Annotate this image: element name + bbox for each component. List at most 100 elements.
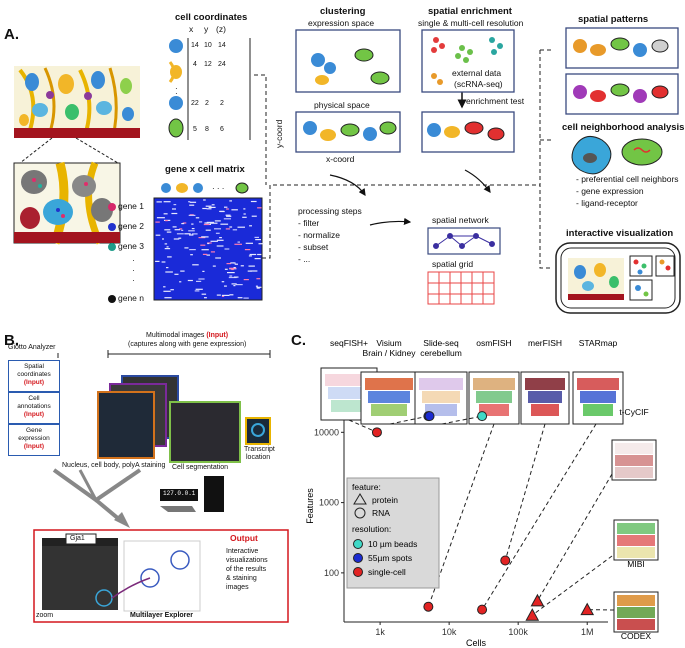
- matrix-cell: [202, 207, 207, 210]
- matrix-cell: [184, 247, 189, 249]
- matrix-cell: [240, 265, 244, 267]
- coord-r3-z: 6: [220, 126, 224, 133]
- matrix-cell: [216, 245, 224, 247]
- legend-resolution-label: 55µm spots: [368, 553, 412, 563]
- gene-3-label: gene 3: [118, 241, 144, 251]
- matrix-cell: [161, 261, 166, 263]
- output-desc-1: Interactive: [226, 548, 259, 555]
- matrix-cell: [167, 256, 172, 258]
- matrix-cell: [172, 226, 177, 228]
- matrix-cell: [242, 216, 247, 218]
- physical-space-cells: [303, 121, 397, 141]
- thumbnail-texture: [365, 378, 413, 390]
- coord-r1-y: 12: [204, 61, 212, 68]
- gene-ellipsis: ···: [132, 255, 135, 285]
- matrix-cell: [174, 229, 181, 231]
- matrix-cell: [202, 270, 205, 272]
- data-point-protein: [525, 608, 540, 621]
- spatial-patterns-title: spatial patterns: [578, 14, 649, 25]
- thumbnail-texture: [615, 443, 653, 454]
- explorer-right-plot: [111, 540, 201, 612]
- tissue-drawing: [14, 66, 140, 164]
- thumbnail-texture: [617, 547, 655, 558]
- thumbnail-texture: [328, 387, 370, 399]
- leader-line: [348, 419, 378, 433]
- tissue-zoom: [13, 161, 121, 245]
- multilayer-explorer-label: Multilayer Explorer: [130, 612, 194, 619]
- technology-label: cerebellum: [420, 348, 462, 358]
- cell-coordinates-title: cell coordinates: [175, 12, 248, 23]
- matrix-cell: [207, 242, 212, 244]
- matrix-cell: [190, 254, 193, 256]
- output-desc-5: images: [226, 584, 249, 591]
- external-data-label: external data: [452, 68, 502, 78]
- matrix-cell: [254, 258, 261, 260]
- thumbnail-texture: [331, 400, 367, 412]
- gene-2-dot: [108, 223, 116, 231]
- matrix-cell: [173, 204, 177, 206]
- matrix-cell: [163, 213, 168, 215]
- output-label: Output: [230, 533, 258, 543]
- matrix-cell: [224, 285, 227, 287]
- network-graph: [433, 233, 495, 249]
- matrix-cell: [196, 280, 202, 282]
- external-data-sub: (scRNA-seq): [454, 79, 503, 89]
- matrix-cell: [166, 246, 169, 248]
- matrix-cell: [243, 279, 249, 281]
- legend-resolution-swatch: [353, 567, 363, 577]
- matrix-cell: [199, 221, 203, 223]
- svg-text:·: ·: [175, 84, 178, 93]
- giotto-analyzer-label: Giotto Analyzer: [8, 344, 56, 351]
- matrix-cell: [187, 279, 193, 282]
- coord-header-x: x: [189, 24, 194, 34]
- data-point-rna: [424, 411, 435, 422]
- matrix-cell: [216, 239, 224, 241]
- gene-matrix-heatmap: [153, 197, 264, 301]
- x-tick-label: 1k: [375, 627, 385, 637]
- matrix-cell: [215, 257, 221, 259]
- cell-segmentation-image: [169, 401, 241, 463]
- matrix-cell: [255, 285, 258, 287]
- x-tick-label: 1M: [581, 627, 594, 637]
- matrix-cell: [204, 297, 207, 299]
- matrix-cell: [211, 204, 215, 206]
- matrix-cell: [225, 228, 231, 230]
- y-coord-label: y-coord: [274, 119, 284, 148]
- technology-label: osmFISH: [476, 338, 511, 348]
- thumbnail-texture: [615, 455, 653, 466]
- neighborhood-title: cell neighborhood analysis: [562, 122, 685, 133]
- matrix-cell: [229, 267, 237, 269]
- y-tick-label: 1000: [319, 498, 339, 508]
- matrix-cell: [192, 264, 199, 266]
- legend-resolution-label: single-cell: [368, 567, 406, 577]
- matrix-cell: [226, 208, 229, 210]
- staining-label: Nucleus, cell body, polyA staining: [62, 462, 166, 469]
- gene-matrix-title: gene x cell matrix: [165, 164, 245, 175]
- matrix-cell: [224, 206, 228, 208]
- gene-search-label[interactable]: Gja1: [70, 535, 85, 542]
- thumbnail-texture: [531, 404, 559, 416]
- legend-resolution-swatch: [353, 553, 363, 563]
- matrix-cell: [155, 260, 160, 262]
- x-axis-label: Cells: [466, 638, 487, 648]
- data-point-protein: [580, 602, 595, 616]
- matrix-cell: [233, 276, 239, 278]
- coord-r1-z: 24: [218, 61, 226, 68]
- matrix-cell: [224, 248, 230, 250]
- matrix-cell: [248, 265, 255, 267]
- matrix-cell: [201, 293, 207, 295]
- matrix-cell: [250, 270, 258, 272]
- matrix-cell: [189, 204, 195, 206]
- legend-protein-label: protein: [372, 495, 398, 505]
- svg-text:· · ·: · · ·: [212, 184, 224, 193]
- matrix-cell: [189, 234, 194, 236]
- data-point-rna: [477, 604, 488, 615]
- matrix-cell: [188, 230, 195, 232]
- x-coord-label: x-coord: [326, 154, 355, 164]
- matrix-cell: [235, 284, 243, 286]
- matrix-cell: [244, 249, 251, 251]
- gene-3-dot: [108, 243, 116, 251]
- matrix-cell: [233, 285, 236, 287]
- zoom-label: zoom: [36, 612, 54, 619]
